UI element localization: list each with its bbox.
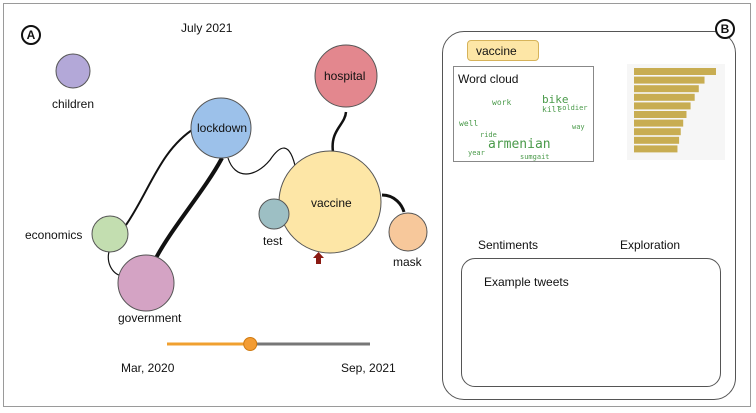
node-hospital[interactable] [314,44,378,108]
label-vaccine: vaccine [311,196,352,210]
label-children: children [52,97,95,111]
word-cloud-word: ride [480,131,497,139]
pointer-arrow-icon [313,252,324,264]
timeline-start-label: Mar, 2020 [121,361,175,375]
label-test: test [263,234,283,248]
label-hospital: hospital [324,69,366,83]
sentiments-label: Sentiments [478,238,539,252]
example-tweets-panel[interactable]: Example tweets [461,258,721,387]
timeline-end-label: Sep, 2021 [341,361,396,375]
word-cloud-word: work [492,98,512,107]
edge-economics-lockdown [125,127,196,226]
word-cloud-word: armenian [488,137,551,152]
word-cloud-title: Word cloud [458,72,519,86]
node-mask[interactable] [388,212,428,252]
edge-government-lockdown [153,157,224,261]
word-cloud-word: bike [542,93,569,106]
figure-frame [3,3,751,407]
edge-lockdown-vaccine [227,147,297,175]
edge-vaccine-mask [381,193,406,213]
word-cloud-word: soldier [558,104,588,112]
selected-topic-chip[interactable]: vaccine [467,40,539,61]
edge-hospital-vaccine [331,111,348,153]
word-cloud-word: sumgait [520,153,550,161]
word-cloud-card[interactable]: Word cloud work bike soldier kill well w… [453,66,594,162]
label-economics: economics [25,228,83,242]
example-tweets-title: Example tweets [484,275,569,289]
exploration-label: Exploration [620,238,681,252]
node-children[interactable] [55,53,91,89]
panel-a-label: A [21,25,41,45]
word-cloud-word: kill [542,105,562,114]
word-cloud-word: way [572,123,585,131]
node-economics[interactable] [91,215,129,253]
bar-chart-background [627,64,725,160]
node-lockdown[interactable] [190,97,252,159]
panel-b-label: B [715,19,735,39]
timeline-handle[interactable] [243,337,258,351]
label-mask: mask [393,255,422,269]
word-cloud-word: well [459,119,479,128]
label-lockdown: lockdown [197,121,248,135]
month-label: July 2021 [181,21,233,35]
node-government[interactable] [117,254,175,312]
node-test[interactable] [258,198,290,230]
label-government: government [118,311,182,325]
word-cloud-word: year [468,149,485,157]
topic-edges [107,111,406,277]
